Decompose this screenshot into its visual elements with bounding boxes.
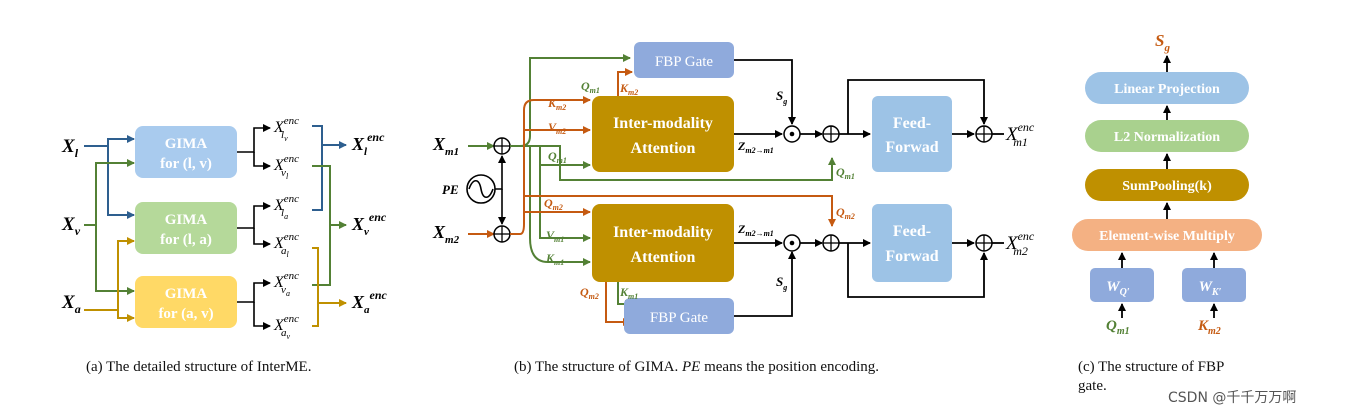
caption-c-line1: (c) The structure of FBP	[1078, 359, 1224, 375]
attention-box-bottom	[592, 204, 734, 282]
w-q-block	[1090, 268, 1154, 302]
l2-normalization-label: L2 Normalization	[1114, 130, 1220, 145]
gima-box-la	[135, 202, 237, 254]
add-icon	[975, 234, 993, 252]
output-x-a-enc: Xaenc	[351, 288, 388, 316]
w-q-label: WQ′	[1106, 279, 1130, 298]
watermark: CSDN @千千万万啊	[1168, 390, 1296, 406]
gima-lv-title: GIMA	[165, 136, 208, 152]
pe-label: PE	[442, 182, 459, 197]
attention-bottom-line1: Inter-modality	[613, 224, 713, 241]
label-k-m2-top: Km2	[619, 81, 638, 97]
input-x-l: Xl	[61, 136, 79, 160]
label-q-m1-mid: Qm1	[548, 149, 567, 165]
panel-a: Xl Xv Xa GIMA for (l, v) GIMA for (l, a)…	[61, 115, 388, 375]
gima-av-title: GIMA	[165, 286, 208, 302]
feed-bottom-line2: Forwad	[885, 248, 938, 265]
sumpooling-block	[1085, 169, 1249, 201]
fbp-gate-bottom	[624, 298, 734, 334]
gima-lv-subtitle: for (l, v)	[160, 156, 212, 172]
add-icon	[822, 125, 840, 143]
fbp-gate-top-label: FBP Gate	[655, 54, 714, 70]
output-x-v-enc: Xvenc	[351, 210, 387, 238]
input-q-m1: Qm1	[1106, 318, 1130, 337]
label-s-g-top: Sg	[776, 88, 787, 106]
attention-box-top	[592, 96, 734, 172]
gima-la-subtitle: for (l, a)	[160, 232, 212, 248]
output-x-l-enc: Xlenc	[351, 130, 385, 158]
feed-forward-bottom	[872, 204, 952, 282]
label-q-m2-right: Qm2	[836, 205, 855, 221]
fbp-gate-top	[634, 42, 734, 78]
fbp-gate-bottom-label: FBP Gate	[650, 310, 709, 326]
input-k-m2: Km2	[1197, 318, 1221, 337]
sine-wave-icon	[466, 174, 496, 204]
multiply-icon	[783, 234, 801, 252]
label-k-m1: Km1	[545, 251, 564, 267]
w-k-label: WK′	[1199, 279, 1222, 298]
element-wise-multiply-label: Element-wise Multiply	[1099, 229, 1235, 244]
linear-projection-label: Linear Projection	[1114, 82, 1220, 97]
label-k-m2: Km2	[547, 96, 566, 112]
feed-forward-top	[872, 96, 952, 172]
feed-top-line1: Feed-	[893, 115, 931, 132]
caption-c-line2: gate.	[1078, 378, 1107, 394]
w-k-block	[1182, 268, 1246, 302]
label-v-m1: Vm1	[546, 228, 564, 244]
add-icon	[493, 137, 511, 155]
l2-normalization-block	[1085, 120, 1249, 152]
label-v-m2: Vm2	[548, 120, 566, 136]
panel-c: Sg Linear Projection L2 Normalization Su…	[1072, 31, 1262, 394]
label-z-m2-m1: Zm2→m1	[737, 139, 774, 155]
add-icon	[975, 125, 993, 143]
label-q-m2: Qm2	[544, 196, 563, 212]
label-q-m1-right: Qm1	[836, 165, 855, 181]
feed-bottom-line1: Feed-	[893, 223, 931, 240]
attention-bottom-line2: Attention	[631, 249, 696, 266]
add-icon	[493, 225, 511, 243]
input-x-a: Xa	[61, 292, 81, 316]
gima-box-lv	[135, 126, 237, 178]
gima-la-title: GIMA	[165, 212, 208, 228]
attention-top-line1: Inter-modality	[613, 115, 713, 132]
input-x-m1: Xm1	[432, 134, 459, 158]
label-z-m1-m2: Zm2→m1	[737, 222, 774, 238]
sumpooling-label: SumPooling(k)	[1122, 179, 1212, 194]
caption-b: (b) The structure of GIMA. PE means the …	[514, 359, 879, 375]
multiply-icon	[783, 125, 801, 143]
gima-av-subtitle: for (a, v)	[158, 306, 213, 322]
feed-top-line2: Forwad	[885, 139, 938, 156]
label-k-m1-bottom: Km1	[619, 285, 638, 301]
label-s-g-bottom: Sg	[776, 274, 787, 292]
attention-top-line2: Attention	[631, 140, 696, 157]
input-x-m2: Xm2	[432, 222, 460, 246]
label-q-m1-top: Qm1	[581, 79, 600, 95]
label-q-m2-bottom: Qm2	[580, 285, 599, 301]
gima-box-av	[135, 276, 237, 328]
output-s-g: Sg	[1155, 31, 1170, 54]
input-x-v: Xv	[61, 214, 81, 238]
add-icon	[822, 234, 840, 252]
caption-a: (a) The detailed structure of InterME.	[86, 359, 311, 375]
element-wise-multiply-block	[1072, 219, 1262, 251]
panel-b: Xm1 Xm2 PE	[432, 42, 1035, 375]
linear-projection-block	[1085, 72, 1249, 104]
